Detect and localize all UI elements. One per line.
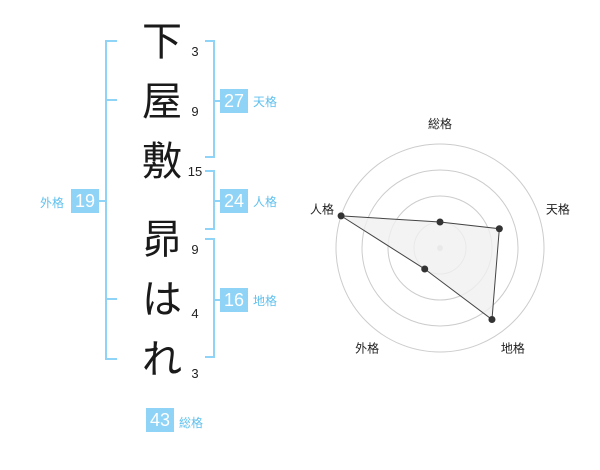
radar-ring — [335, 143, 545, 353]
radar-axis-label-5: 人格 — [310, 202, 334, 217]
radar-axis-label-1: 総格 — [428, 116, 452, 131]
tenkaku-bracket-bottom — [205, 156, 215, 158]
soukaku-label: 総格 — [179, 416, 204, 430]
chikaku-bracket — [213, 238, 215, 358]
radar-points — [337, 212, 503, 324]
jinkaku-label: 人格 — [253, 195, 278, 209]
radar-axis-label-3: 地格 — [501, 340, 525, 355]
stroke-count-5: 4 — [191, 306, 199, 321]
gaikaku-bracket-mid-tick — [105, 298, 117, 300]
stroke-count-6: 3 — [191, 366, 199, 381]
radar-point-3 — [488, 316, 496, 324]
radar-axis-label-4: 外格 — [355, 340, 379, 355]
radar-area — [340, 215, 500, 321]
chikaku-bracket-connector — [214, 299, 222, 301]
jinkaku-bracket-bottom — [205, 228, 215, 230]
chikaku-score: 16 — [220, 288, 248, 312]
radar-point-2 — [495, 225, 503, 233]
name-char-4: 昴 — [142, 217, 182, 263]
soukaku-score: 43 — [146, 408, 174, 432]
radar-axis-label-2: 天格 — [546, 202, 570, 217]
tenkaku-bracket-connector — [214, 100, 222, 102]
stroke-count-1: 3 — [191, 44, 199, 59]
gaikaku-bracket-mid-tick — [105, 99, 117, 101]
chikaku-bracket-bottom — [205, 356, 215, 358]
gaikaku-bracket-bottom-tick — [105, 358, 117, 360]
jinkaku-bracket-top — [205, 170, 215, 172]
tenkaku-score: 27 — [220, 89, 248, 113]
stroke-count-2: 9 — [191, 104, 199, 119]
jinkaku-score: 24 — [220, 189, 248, 213]
name-char-3: 敷 — [142, 139, 182, 185]
radar-point-1 — [436, 218, 444, 226]
stroke-count-4: 9 — [191, 242, 199, 257]
gaikaku-bracket-connector — [98, 200, 106, 202]
tenkaku-label: 天格 — [253, 95, 278, 109]
radar-point-5 — [337, 212, 345, 220]
gaikaku-bracket-top-tick — [105, 40, 117, 42]
jinkaku-bracket-connector — [214, 200, 222, 202]
chikaku-label: 地格 — [253, 294, 278, 308]
gaikaku-bracket-vertical — [105, 40, 107, 360]
radar-point-4 — [421, 265, 429, 273]
name-char-6: れ — [142, 337, 182, 383]
tenkaku-bracket-top — [205, 40, 215, 42]
stroke-count-3: 15 — [187, 164, 203, 179]
name-char-5: は — [142, 277, 182, 323]
gaikaku-score: 19 — [71, 189, 99, 213]
chikaku-bracket-top — [205, 238, 215, 240]
name-char-1: 下 — [142, 19, 182, 65]
name-char-2: 屋 — [142, 79, 182, 125]
gaikaku-label: 外格 — [40, 196, 65, 210]
radar-ring — [361, 169, 519, 327]
tenkaku-bracket — [213, 40, 215, 158]
